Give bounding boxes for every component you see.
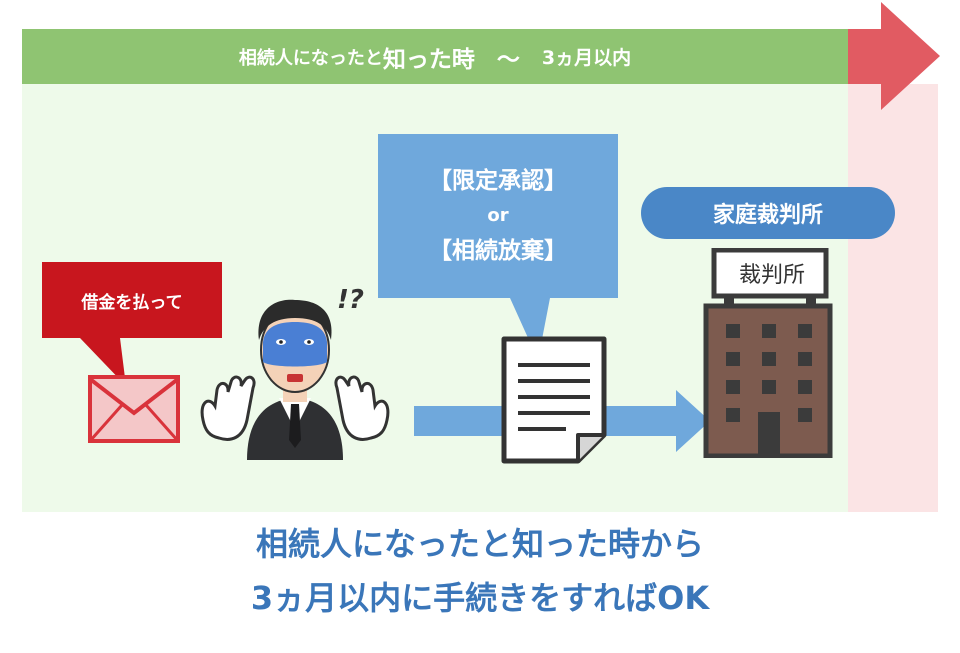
deadline-arrow-icon — [848, 2, 940, 110]
debt-callout-text: 借金を払って — [81, 292, 183, 313]
timeline-bar: 相続人になったと 知った時 〜 3ヵ月以内 — [22, 29, 848, 84]
renunciation-label: 【相続放棄】 — [429, 238, 567, 264]
businessman-icon: !? — [200, 285, 390, 460]
timeline-tilde: 〜 — [496, 46, 520, 73]
courthouse-icon — [703, 248, 833, 458]
envelope-icon — [88, 375, 180, 443]
court-sign-text: 裁判所 — [738, 263, 805, 288]
conclusion-line-1: 相続人になったと知った時から — [255, 525, 704, 563]
timeline-text-part3: 3ヵ月以内 — [541, 47, 632, 69]
procedure-callout-text: 【限定承認】 or 【相続放棄】 — [378, 134, 618, 298]
family-court-label: 家庭裁判所 — [641, 187, 895, 239]
conclusion-line-2: 3ヵ月以内に手続きをすればOK — [250, 579, 710, 617]
reaction-text: !? — [337, 285, 364, 315]
or-label: or — [487, 205, 509, 226]
procedure-callout-bubble — [378, 134, 618, 360]
timeline-text-part2: 知った時 — [382, 46, 475, 73]
limited-approval-label: 【限定承認】 — [429, 168, 567, 194]
conclusion-text: 相続人になったと知った時から 3ヵ月以内に手続きをすればOK — [0, 520, 960, 622]
timeline-text-part1: 相続人になったと — [238, 47, 383, 69]
deadline-panel — [848, 84, 938, 512]
debt-callout-bubble — [42, 262, 222, 386]
document-icon — [501, 336, 607, 464]
